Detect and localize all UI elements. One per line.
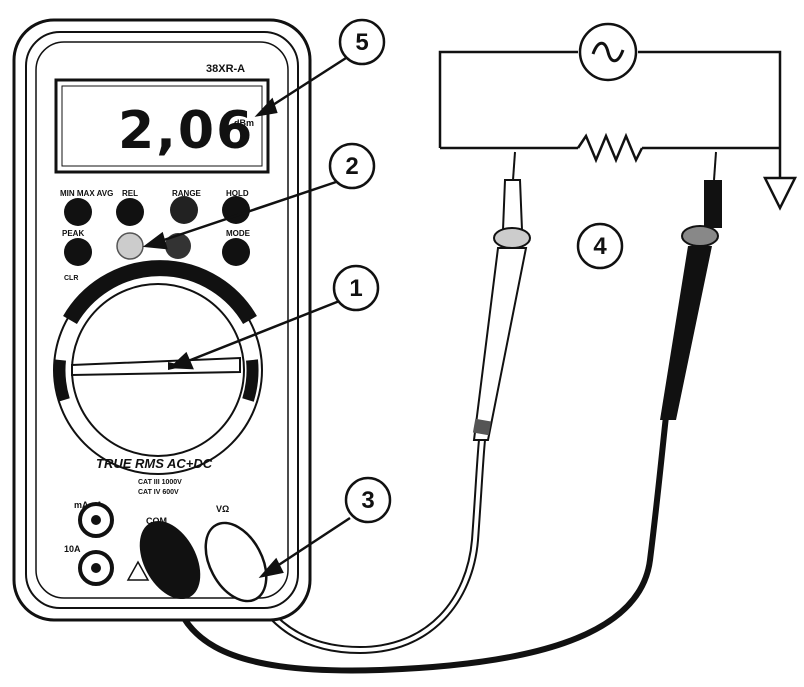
true-rms-label: TRUE RMS AC+DC: [96, 456, 213, 471]
callout-2-leader: [151, 180, 337, 246]
rel-button[interactable]: [116, 198, 144, 226]
rotary-function-dial[interactable]: [53, 260, 263, 475]
range-button[interactable]: [170, 196, 198, 224]
cat-rating-line-2: CAT IV 600V: [138, 489, 179, 496]
callout-5-number: 5: [355, 29, 368, 56]
callout-3: 3: [344, 476, 392, 524]
callout-leaders: [142, 56, 351, 578]
ground-icon: [762, 176, 798, 211]
callout-4: 4: [576, 222, 624, 270]
callout-1-number: 1: [349, 275, 362, 302]
callout-5: 5: [338, 18, 386, 66]
mode-button-label: MODE: [226, 229, 251, 238]
v-ohm-jack-label: VΩ: [216, 504, 229, 514]
input-jacks: mA μA 10A COM VΩ: [64, 500, 229, 586]
warning-triangle-icon: [126, 560, 150, 581]
callout-3-leader: [267, 516, 351, 574]
min-max-avg-button-label: MIN MAX AVG: [60, 189, 113, 198]
sine-wave-icon: [591, 41, 625, 63]
callout-3-number: 3: [361, 487, 374, 514]
callout-5-leader: [261, 56, 347, 114]
model-label: 38XR-A: [206, 63, 245, 75]
callout-2-number: 2: [345, 153, 358, 180]
min-max-avg-button[interactable]: [64, 198, 92, 226]
test-leads: [167, 399, 671, 674]
callout-1: 1: [332, 264, 380, 312]
circuit: [438, 22, 798, 211]
peak-button-label: PEAK: [62, 229, 84, 238]
callout-2: 2: [328, 142, 376, 190]
lcd-display: 2,06 dBm: [54, 78, 270, 174]
shift-button[interactable]: [165, 233, 191, 259]
rel-button-label: REL: [122, 189, 138, 198]
clr-label: CLR: [64, 275, 78, 282]
display-unit: dBm: [234, 118, 254, 128]
black-lead-cable: [167, 399, 671, 674]
resistor-symbol: [576, 132, 644, 164]
black-test-probe: [660, 151, 722, 420]
mode-button[interactable]: [222, 238, 250, 266]
red-plug-in-v: [204, 521, 268, 603]
red-test-probe: [472, 151, 531, 441]
10a-jack-label: 10A: [64, 544, 81, 554]
range-button-label: RANGE: [172, 189, 202, 198]
hold-button-label: HOLD: [226, 189, 249, 198]
black-plug-in-com: [139, 520, 201, 600]
circuit-wire-top: [438, 50, 578, 148]
cat-rating-line-1: CAT III 1000V: [138, 479, 182, 486]
callout-4-number: 4: [593, 233, 607, 260]
backlight-button[interactable]: [116, 232, 144, 260]
display-reading: 2,06: [118, 101, 254, 161]
callout-1-leader: [177, 298, 343, 367]
circuit-wire-top-right: [638, 50, 782, 148]
peak-button[interactable]: [64, 238, 92, 266]
com-jack-label: COM: [146, 516, 167, 526]
